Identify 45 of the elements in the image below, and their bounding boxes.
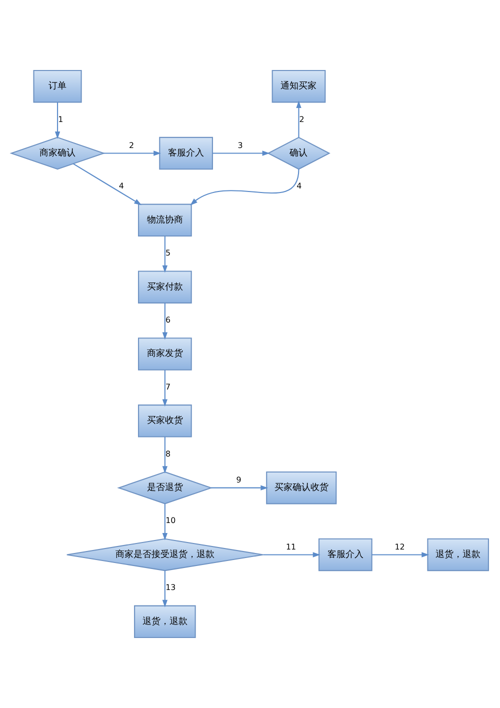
arrow bbox=[54, 102, 60, 139]
arrow bbox=[162, 504, 168, 540]
arrow bbox=[190, 169, 300, 206]
node-diamond: 确认 bbox=[267, 136, 330, 170]
edge-label: 13 bbox=[166, 583, 176, 592]
arrow bbox=[162, 436, 168, 474]
node-box: 买家付款 bbox=[138, 270, 192, 304]
edge-label: 3 bbox=[238, 141, 243, 150]
edge-label: 11 bbox=[286, 542, 296, 552]
node-diamond: 商家确认 bbox=[10, 136, 106, 170]
node-box: 物流协商 bbox=[138, 204, 192, 237]
arrow bbox=[104, 150, 161, 156]
arrow bbox=[296, 100, 302, 138]
edge-label: 10 bbox=[166, 516, 176, 526]
node-box: 客服介入 bbox=[318, 538, 372, 572]
arrow bbox=[73, 163, 142, 206]
edge-label: 2 bbox=[129, 141, 134, 150]
edge-label: 5 bbox=[165, 248, 171, 258]
node-box: 退货，退款 bbox=[427, 538, 489, 572]
arrow bbox=[211, 485, 268, 490]
edge-label: 1 bbox=[58, 114, 64, 124]
arrow bbox=[162, 370, 168, 407]
arrow bbox=[212, 150, 270, 156]
edge-label: 6 bbox=[165, 315, 171, 324]
node-box: 订单 bbox=[33, 70, 82, 103]
arrow bbox=[263, 552, 320, 558]
arrow bbox=[162, 303, 168, 340]
node-box: 商家发货 bbox=[138, 338, 192, 370]
arrow bbox=[162, 570, 168, 608]
arrow bbox=[162, 236, 168, 273]
node-diamond: 商家是否接受退货，退款 bbox=[66, 538, 264, 572]
edge-label: 8 bbox=[165, 449, 171, 458]
edge-label: 4 bbox=[118, 182, 124, 191]
edge-label: 2 bbox=[299, 114, 304, 124]
node-box: 买家确认收货 bbox=[266, 471, 337, 504]
node-box: 退货，退款 bbox=[134, 605, 196, 638]
edge-label: 12 bbox=[394, 542, 405, 552]
arrow bbox=[372, 552, 430, 558]
node-diamond: 是否退货 bbox=[117, 471, 213, 504]
node-box: 通知买家 bbox=[272, 70, 326, 103]
edge-label: 4 bbox=[296, 182, 302, 191]
node-box: 买家收货 bbox=[138, 404, 192, 438]
edge-label: 9 bbox=[236, 476, 242, 485]
node-box: 客服介入 bbox=[159, 136, 213, 170]
edge-label: 7 bbox=[165, 382, 171, 392]
